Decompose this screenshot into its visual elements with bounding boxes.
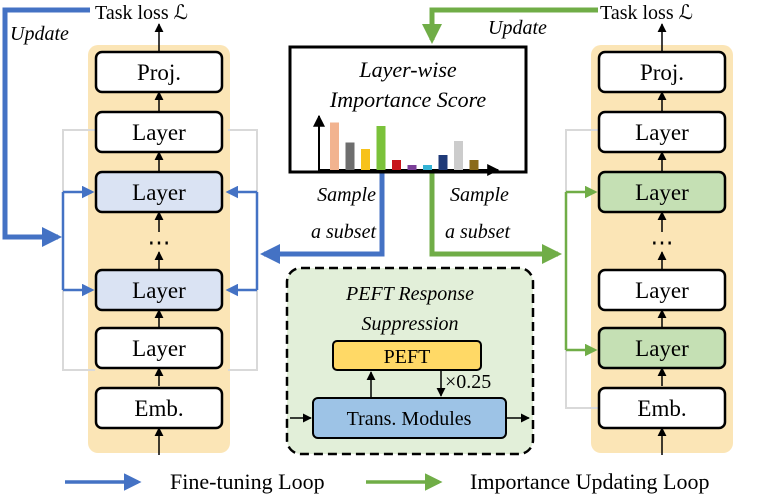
left-update-label: Update: [10, 23, 69, 45]
legend-fine-tuning: Fine-tuning Loop: [170, 469, 325, 494]
left-block-proj: Proj.: [94, 50, 224, 94]
svg-text:Proj.: Proj.: [137, 60, 181, 85]
right-sample-path: [429, 172, 562, 264]
svg-text:Layer: Layer: [635, 278, 689, 303]
svg-text:Layer: Layer: [132, 336, 186, 361]
right-ellipsis: ⋯: [651, 230, 674, 255]
right-block-layer-middle: Layer: [597, 268, 727, 312]
right-selection-connectors: [564, 185, 598, 357]
svg-text:Layer: Layer: [635, 336, 689, 361]
svg-text:Emb.: Emb.: [637, 396, 686, 421]
sample-left-line2: a subset: [311, 221, 376, 243]
left-selection-connectors: [61, 185, 259, 297]
svg-text:Layer: Layer: [132, 278, 186, 303]
peft-box: PEFT: [332, 340, 482, 371]
importance-title-line2: Importance Score: [329, 87, 486, 112]
right-block-emb: Emb.: [597, 386, 727, 430]
importance-bar: [454, 141, 463, 170]
svg-text:Proj.: Proj.: [640, 60, 684, 85]
trans-modules-box: Trans. Modules: [312, 397, 507, 439]
svg-text:Layer: Layer: [132, 120, 186, 145]
importance-score-box: [288, 45, 528, 174]
left-task-loss: Task loss ℒ: [95, 2, 188, 24]
svg-text:Layer: Layer: [635, 180, 689, 205]
importance-bar: [361, 149, 370, 170]
importance-bar: [469, 160, 479, 170]
svg-text:PEFT: PEFT: [384, 346, 431, 368]
right-block-proj: Proj.: [597, 50, 727, 94]
importance-bar: [407, 165, 417, 170]
right-block-layer-selected-2: Layer: [597, 326, 727, 370]
left-block-layer-top: Layer: [94, 110, 224, 154]
left-ellipsis: ⋯: [148, 230, 171, 255]
importance-bar: [392, 160, 401, 170]
right-update-label: Update: [488, 17, 547, 39]
left-block-layer-selected-2: Layer: [94, 268, 224, 312]
peft-panel-title-line2: Suppression: [361, 313, 458, 335]
importance-bar: [345, 142, 355, 170]
importance-bar: [376, 126, 386, 170]
sample-right-line2: a subset: [445, 221, 510, 243]
importance-bars: [330, 122, 479, 170]
svg-text:Layer: Layer: [635, 120, 689, 145]
right-block-layer-top: Layer: [597, 110, 727, 154]
svg-text:Trans. Modules: Trans. Modules: [347, 408, 472, 430]
sample-right-line1: Sample: [450, 184, 509, 206]
right-block-layer-selected-1: Layer: [597, 170, 727, 214]
svg-text:Emb.: Emb.: [134, 396, 183, 421]
right-task-loss: Task loss ℒ: [600, 2, 693, 24]
importance-bar: [438, 155, 448, 170]
importance-title-line1: Layer-wise: [358, 57, 457, 82]
left-block-layer-bottom: Layer: [94, 326, 224, 370]
left-update-loop: [2, 7, 90, 247]
left-block-layer-selected-1: Layer: [94, 170, 224, 214]
sample-left-line1: Sample: [317, 184, 376, 206]
right-update-loop: [422, 7, 598, 44]
legend-importance-updating: Importance Updating Loop: [470, 469, 710, 494]
svg-text:Layer: Layer: [132, 180, 186, 205]
importance-bar: [330, 122, 339, 170]
peft-arrows: [290, 370, 530, 423]
peft-panel-title-line1: PEFT Response: [345, 283, 474, 305]
left-block-emb: Emb.: [94, 386, 224, 430]
scale-label: ×0.25: [445, 371, 491, 393]
left-sample-path: [260, 172, 385, 264]
importance-bar: [423, 165, 432, 170]
